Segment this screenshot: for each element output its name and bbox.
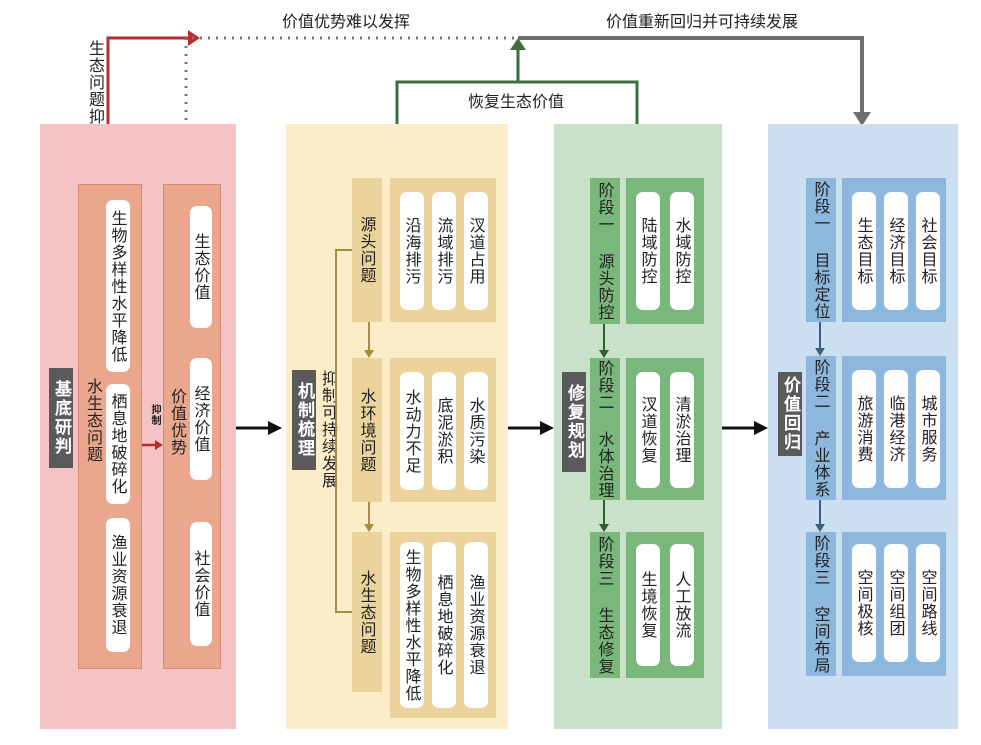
stage1-item-card: 陆域防控: [636, 192, 660, 310]
value-card: 社会价值: [190, 522, 212, 646]
p4-stage2-item-card: 城市服务: [916, 370, 940, 488]
p4-stage3-item-card: 空间极核: [852, 544, 876, 662]
stage3-item-card: 人工放流: [670, 544, 694, 666]
panel2-label: 机制梳理: [292, 370, 316, 470]
stage3-item-card: 生境恢复: [636, 544, 660, 666]
source-item-card: 流域排污: [432, 192, 456, 310]
problem-card: 栖息地破碎化: [106, 384, 130, 504]
right-flow-label: 价值重新回归并可持续发展: [606, 12, 799, 31]
p4-stage1-item-card: 生态目标: [852, 192, 876, 310]
water-eco-item-card: 生物多样性水平降低: [400, 542, 424, 708]
problem-card: 生物多样性水平降低: [106, 200, 130, 372]
panel2-sub-label: 抑制可持续发展: [319, 370, 338, 489]
stage2-item-card: 清淤治理: [670, 372, 694, 488]
panel3-label: 修复规划: [562, 372, 586, 472]
p4-stage1-title: 阶段一 目标定位: [806, 178, 836, 322]
row-title-water-env: 水环境问题: [352, 358, 382, 502]
water-env-item-card: 水质污染: [464, 372, 488, 490]
row-title-source: 源头问题: [352, 178, 382, 322]
p4-stage2-title: 阶段二 产业体系: [806, 356, 836, 500]
stage2-item-card: 汊道恢复: [636, 372, 660, 488]
row-title-water-eco: 水生态问题: [352, 532, 382, 692]
panel4-label: 价值回归: [778, 372, 802, 456]
arrow-p3-p4: [754, 421, 768, 435]
water-env-item-card: 底泥淤积: [432, 372, 456, 490]
p4-stage3-title: 阶段三 空间布局: [806, 532, 836, 676]
left-flow-label: 价值优势难以发挥: [282, 12, 411, 31]
suppress-small-arrow: 抑制: [142, 404, 164, 450]
source-item-card: 沿海排污: [400, 192, 424, 310]
arrow-p1-p2: [268, 421, 282, 435]
p4-stage2-item-card: 旅游消费: [852, 370, 876, 488]
value-card: 生态价值: [190, 206, 212, 328]
p4-stage2-item-card: 临港经济: [884, 370, 908, 488]
restore-arrowhead: [510, 38, 526, 50]
panel1-label: 基底研判: [49, 368, 73, 468]
source-item-card: 汊道占用: [464, 192, 488, 310]
water-eco-item-card: 栖息地破碎化: [432, 542, 456, 708]
p4-stage3-item-card: 空间组团: [884, 544, 908, 662]
problem-card: 渔业资源衰退: [106, 518, 130, 652]
restore-label: 恢复生态价值: [468, 92, 565, 111]
stage1-title: 阶段一 源头防控: [590, 178, 620, 324]
p4-stage1-item-card: 经济目标: [884, 192, 908, 310]
stage2-title: 阶段二 水体治理: [590, 358, 620, 500]
return-arrowhead: [853, 112, 871, 126]
p4-stage3-item-card: 空间路线: [916, 544, 940, 662]
water-env-item-card: 水动力不足: [400, 372, 424, 490]
water-eco-item-card: 渔业资源衰退: [464, 542, 488, 708]
arrow-p2-p3: [540, 421, 554, 435]
problem-group-label: 水生态问题: [84, 378, 103, 463]
value-group-label: 价值优势: [168, 388, 187, 456]
return-arrow: [518, 36, 864, 112]
stage1-item-card: 水域防控: [670, 192, 694, 310]
value-card: 经济价值: [190, 358, 212, 480]
stage3-title: 阶段三 生态修复: [590, 532, 620, 678]
p4-stage1-item-card: 社会目标: [916, 192, 940, 310]
